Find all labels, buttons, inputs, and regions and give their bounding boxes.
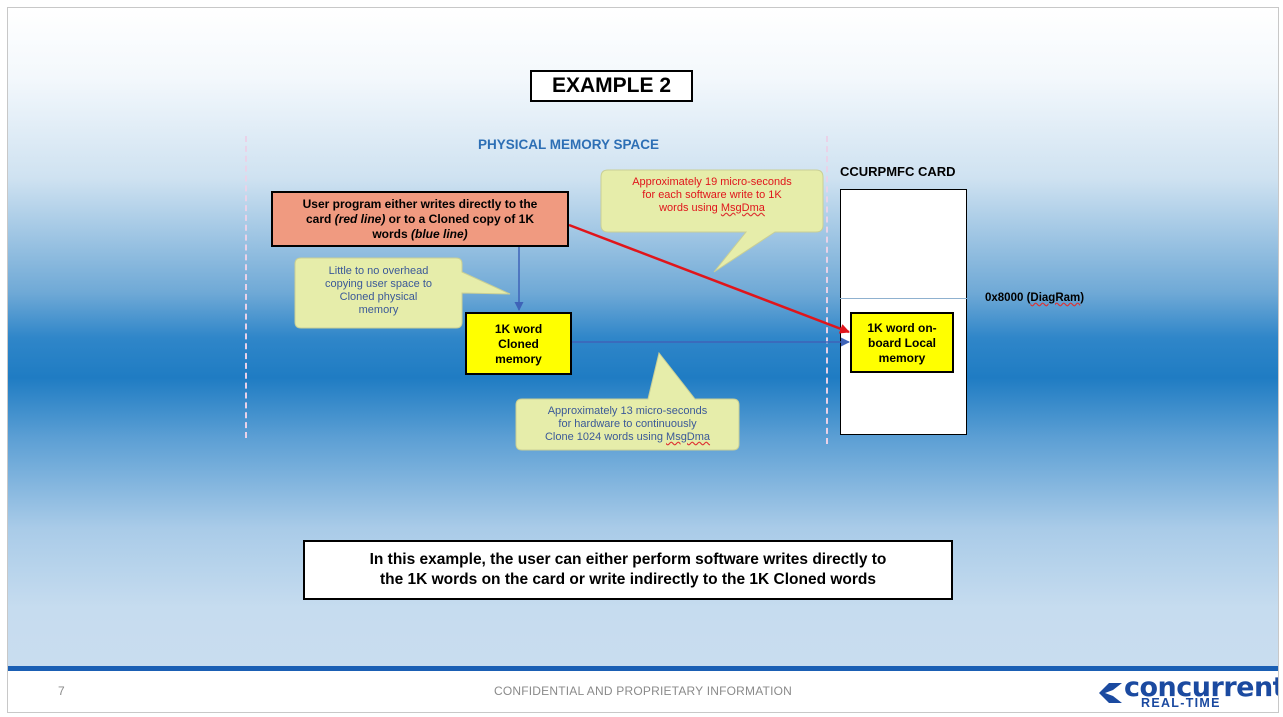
callout-line: memory [358, 304, 399, 316]
callout-text: words using [659, 202, 721, 214]
callout-line: Clone 1024 words using MsgDma [516, 431, 739, 444]
confidential-notice: CONFIDENTIAL AND PROPRIETARY INFORMATION [493, 684, 793, 698]
user-box-text: or to a Cloned copy of 1K [385, 212, 535, 226]
card-label: CCURPMFC CARD [840, 164, 956, 179]
conclusion-box: In this example, the user can either per… [303, 540, 953, 600]
physical-memory-label: PHYSICAL MEMORY SPACE [478, 137, 660, 152]
conclusion-line-2: the 1K words on the card or write indire… [379, 571, 877, 588]
logo-word: concurrent [1124, 672, 1279, 703]
user-box-line-2: card (red line) or to a Cloned copy of 1… [273, 212, 567, 227]
logo-subtitle: REAL-TIME [1141, 696, 1221, 710]
callout-line: for each software write to 1K [642, 189, 782, 201]
cloned-memory-box: 1K word Cloned memory [465, 312, 572, 375]
user-box-line-1: User program either writes directly to t… [302, 197, 538, 211]
card-divider [840, 298, 967, 299]
blue-line-note: (blue line) [411, 227, 468, 241]
hardware-callout-text: Approximately 13 micro-seconds for hardw… [516, 405, 739, 444]
concurrent-logo: concurrent REAL-TIME [1097, 672, 1278, 710]
callout-line: copying user space to [324, 278, 432, 290]
footer: 7 CONFIDENTIAL AND PROPRIETARY INFORMATI… [8, 671, 1278, 712]
user-box-text: words [372, 227, 411, 241]
slide: EXAMPLE 2 PHYSICAL MEMORY SPACE CCURPMFC… [7, 7, 1279, 713]
callout-line: Little to no overhead [328, 265, 429, 277]
user-program-box: User program either writes directly to t… [271, 191, 569, 247]
callout-line: for hardware to continuously [558, 418, 697, 430]
callout-line: words using MsgDma [601, 202, 823, 215]
local-memory-box: 1K word on- board Local memory [850, 312, 954, 373]
msgdma-term: MsgDma [666, 431, 711, 443]
user-box-line-3: words (blue line) [273, 227, 567, 242]
callout-line: Approximately 13 micro-seconds [547, 405, 708, 417]
red-line-note: (red line) [334, 212, 386, 226]
address-name: DiagRam [1030, 292, 1081, 304]
logo-swoosh-icon [1099, 683, 1122, 703]
conclusion-line-1: In this example, the user can either per… [369, 551, 887, 568]
footer-rule [8, 666, 1278, 671]
hardware-callout-bubble [515, 351, 740, 451]
address-prefix: 0x8000 ( [985, 292, 1031, 304]
address-suffix: ) [1080, 292, 1085, 304]
msgdma-term: MsgDma [720, 202, 765, 214]
callout-text: Clone 1024 words using [544, 431, 667, 443]
user-box-text: card [305, 212, 335, 226]
callout-line: Cloned physical [339, 291, 418, 303]
card-boundary-line [826, 136, 828, 444]
cloned-line: 1K word [494, 322, 543, 336]
diagram-graphics [294, 169, 850, 451]
software-callout-text: Approximately 19 micro-seconds for each … [601, 176, 823, 215]
local-line: memory [878, 351, 926, 365]
cloned-line: memory [495, 352, 542, 366]
slide-title: EXAMPLE 2 [530, 70, 693, 102]
direct-write-red-arrow [568, 223, 850, 334]
cloned-line: Cloned [498, 337, 539, 351]
page-number: 7 [58, 684, 65, 698]
overhead-callout-text: Little to no overhead copying user space… [295, 265, 462, 317]
address-label: 0x8000 (DiagRam) [985, 292, 1084, 304]
software-callout-bubble [600, 169, 824, 273]
overhead-callout-bubble [294, 257, 511, 329]
left-boundary-line [245, 136, 247, 438]
callout-line: Approximately 19 micro-seconds [632, 176, 792, 188]
local-line: board Local [867, 336, 936, 350]
local-line: 1K word on- [867, 321, 937, 335]
